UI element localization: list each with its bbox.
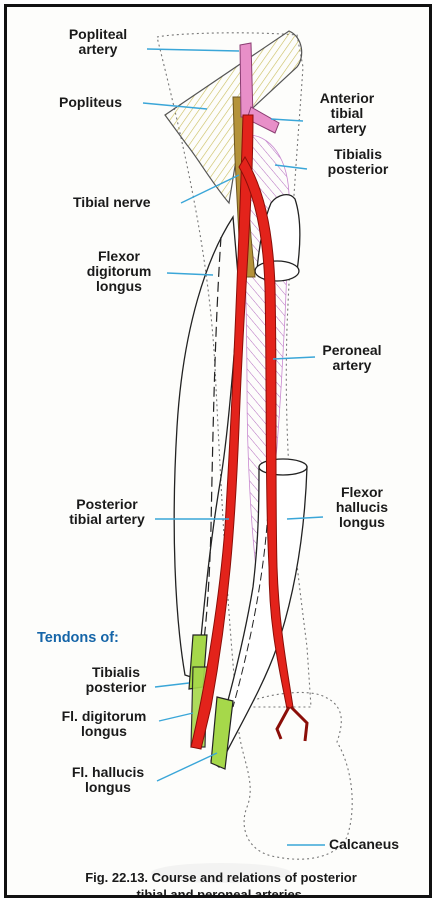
label-tibial-nerve: Tibial nerve: [73, 195, 151, 210]
figure-frame: Popliteal artery Popliteus Anterior tibi…: [4, 4, 432, 898]
figure-caption: Fig. 22.13. Course and relations of post…: [7, 869, 432, 898]
label-tendon-fl-hallucis-longus: Fl. hallucis longus: [53, 765, 163, 795]
tendon-fl-hallucis-longus: [211, 697, 233, 769]
label-tibialis-posterior: Tibialis posterior: [303, 147, 413, 177]
label-flexor-digitorum-longus: Flexor digitorum longus: [67, 249, 171, 294]
label-anterior-tibial-artery: Anterior tibial artery: [297, 91, 397, 136]
label-calcaneus: Calcaneus: [329, 837, 399, 852]
popliteal-artery-vessel: [240, 43, 253, 117]
label-tendon-tibialis-posterior: Tibialis posterior: [71, 665, 161, 695]
label-popliteus: Popliteus: [59, 95, 122, 110]
peroneal-artery-terminal-branches: [277, 707, 307, 741]
label-peroneal-artery: Peroneal artery: [307, 343, 397, 373]
label-tendon-fl-digitorum-longus: Fl. digitorum longus: [45, 709, 163, 739]
label-flexor-hallucis-longus: Flexor hallucis longus: [317, 485, 407, 530]
label-popliteal-artery: Popliteal artery: [43, 27, 153, 57]
label-posterior-tibial-artery: Posterior tibial artery: [47, 497, 167, 527]
label-tendons-of: Tendons of:: [37, 631, 119, 646]
calcaneus-outline: [238, 692, 352, 859]
